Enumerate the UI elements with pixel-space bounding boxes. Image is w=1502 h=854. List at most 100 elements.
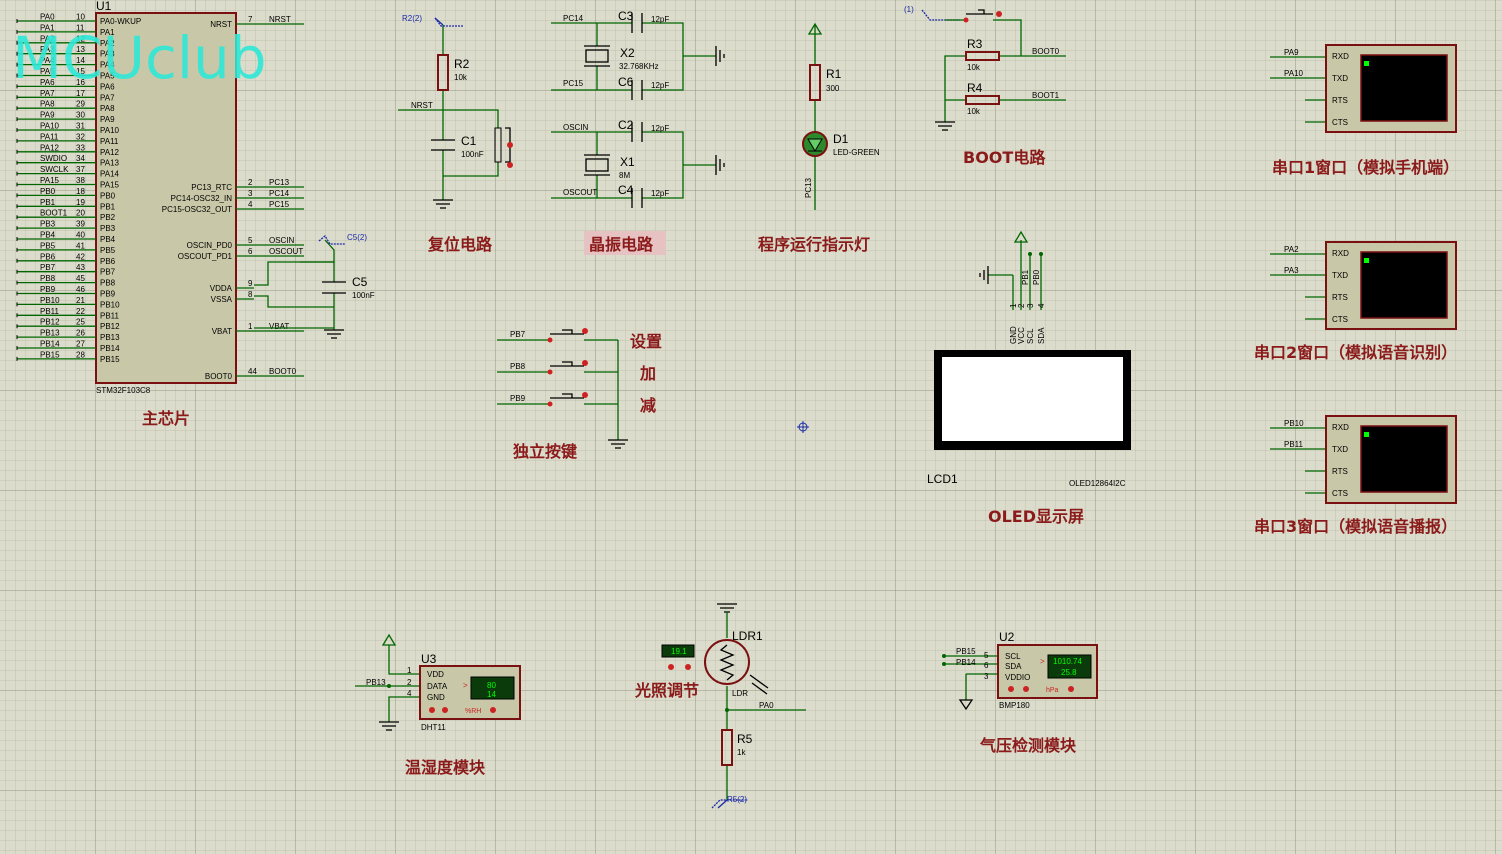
r4-resistor[interactable]: [965, 95, 1000, 105]
uart-screen[interactable]: [1360, 425, 1448, 493]
r4-value: 10k: [967, 107, 981, 116]
bmp180-pressure: 1010.74: [1053, 657, 1082, 666]
chip-pin-name: PB11: [100, 311, 120, 320]
r1-resistor[interactable]: [809, 64, 821, 101]
r2-resistor[interactable]: [437, 54, 449, 91]
chip-pin-name: PB13: [100, 333, 120, 342]
oled-pin-number: 4: [1037, 303, 1046, 308]
chip-pin-net: PB11: [40, 307, 60, 316]
chip-pin-net: PB4: [40, 231, 56, 240]
bmp180-temperature: 25.8: [1061, 668, 1077, 677]
boot-terminal: (1): [904, 5, 914, 14]
chip-pin-net: PA3: [40, 45, 55, 54]
x2-net-b: PC15: [563, 79, 584, 88]
chip-pin-number: 28: [76, 350, 85, 359]
key-net: PB7: [510, 330, 526, 339]
r3-resistor[interactable]: [965, 51, 1000, 61]
reset-switch[interactable]: [494, 127, 502, 163]
x2-crystal[interactable]: [585, 49, 609, 63]
reset-circuit[interactable]: R2(2) R2 10k C1 100nF NRST 复位电路: [398, 14, 513, 254]
bmp180-ref: U2: [999, 630, 1015, 644]
dht11-pin-gnd: GND: [427, 693, 445, 702]
dht11-part: DHT11: [421, 723, 446, 732]
led-circuit[interactable]: R1 300 D1 LED-GREEN PC13 程序运行指示灯: [758, 22, 880, 254]
crystal-circuit[interactable]: PC14 PC15 C3 12pF C6 12pF X2 32.768KHz O…: [551, 9, 725, 255]
chip-pin-name: PA7: [100, 93, 115, 102]
ldr-sensor[interactable]: [704, 639, 750, 685]
x1-crystal[interactable]: [585, 158, 609, 172]
chip-pin-net: PB0: [40, 187, 56, 196]
chip-body[interactable]: [95, 12, 237, 384]
ldr-circuit[interactable]: 19.1 R5(2) LDR1 LDR PA0 R5 1k 光照调节: [634, 603, 806, 809]
chip-pin-name: VBAT: [212, 327, 232, 336]
boot-circuit[interactable]: (1) R3 10k R4 10k BOOT0 BOOT1 BOOT电路: [904, 5, 1066, 167]
chip-pin-net: PA0: [40, 13, 55, 22]
dht11-net: PB13: [366, 678, 386, 687]
chip-pin-number: 38: [76, 176, 85, 185]
chip-pin-number: 26: [76, 329, 85, 338]
c5-network[interactable]: C5(2) C5 100nF: [254, 233, 375, 339]
uart-screen[interactable]: [1360, 54, 1448, 122]
oled-screen[interactable]: [942, 357, 1123, 441]
chip-pin-number: 17: [76, 89, 85, 98]
r5-resistor[interactable]: [721, 729, 733, 766]
uart-screen[interactable]: [1360, 251, 1448, 319]
uart-pin-label: TXD: [1332, 271, 1348, 280]
